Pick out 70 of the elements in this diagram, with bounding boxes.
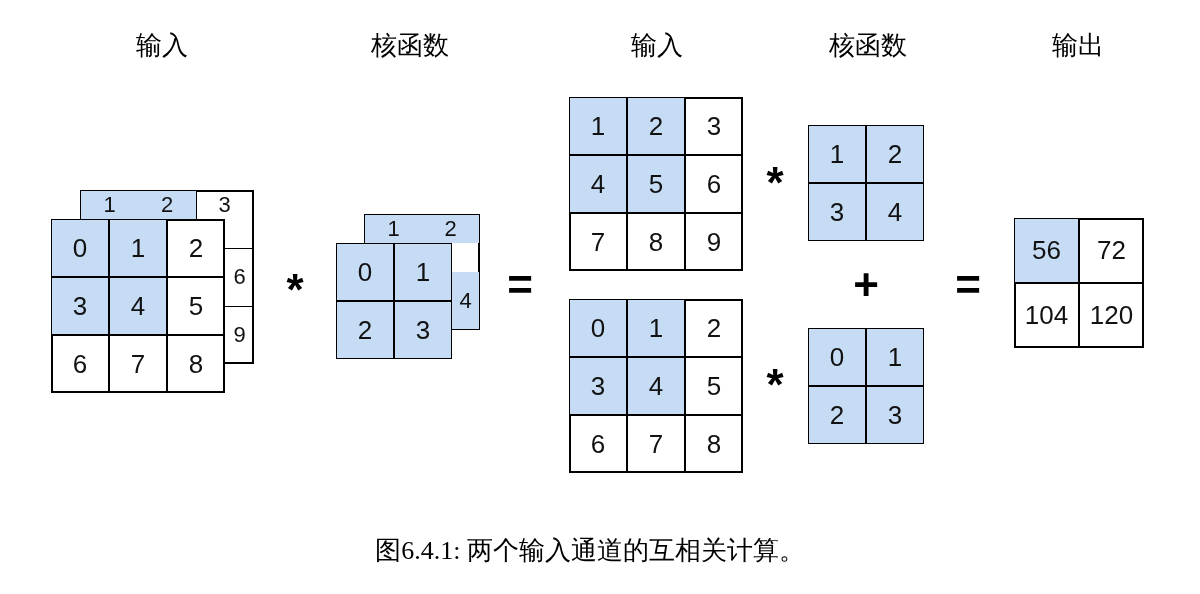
operator-symbol: = [507,260,533,310]
matrix-cell: 1 [569,97,627,155]
matrix-grid [808,125,924,241]
column-heading: 核函数 [829,28,907,62]
matrix-cell: 3 [866,386,924,444]
matrix-cell: 9 [685,213,743,271]
matrix-grid [336,243,452,359]
matrix-cell: 3 [808,183,866,241]
matrix-cell: 8 [685,415,743,473]
column-heading: 输出 [1052,28,1104,62]
operator-symbol: = [955,260,981,310]
column-heading: 输入 [136,28,188,62]
matrix-cell: 3 [196,191,253,219]
matrix-grid [1014,218,1144,348]
matrix-cell: 4 [569,155,627,213]
matrix-cell: 1 [394,243,452,301]
matrix-cell: 56 [1014,218,1079,283]
operator-symbol: * [766,158,784,208]
matrix-cell: 2 [336,301,394,359]
figure-caption: 图6.4.1: 两个输入通道的互相关计算。 [375,534,805,567]
matrix-grid [51,219,225,393]
matrix-cell: 5 [627,155,685,213]
matrix-cell: 7 [109,335,167,393]
matrix-cell: 4 [627,357,685,415]
matrix-cell: 72 [1079,218,1144,283]
matrix-cell: 2 [422,215,479,243]
matrix-cell: 0 [336,243,394,301]
matrix-cell: 6 [569,415,627,473]
matrix-cell: 1 [866,328,924,386]
matrix-grid [569,299,743,473]
matrix-cell: 4 [866,183,924,241]
matrix-cell: 1 [627,299,685,357]
matrix-cell: 5 [685,357,743,415]
operator-symbol: * [766,360,784,410]
operator-symbol: * [286,265,304,315]
matrix-cell: 0 [808,328,866,386]
matrix-cell: 5 [167,277,225,335]
column-heading: 核函数 [371,28,449,62]
matrix-cell: 6 [51,335,109,393]
matrix-cell: 3 [569,357,627,415]
matrix-cell: 2 [808,386,866,444]
matrix-cell: 0 [51,219,109,277]
operator-symbol: + [853,260,879,310]
matrix-cell: 8 [167,335,225,393]
matrix-cell: 3 [394,301,452,359]
matrix-grid [808,328,924,444]
matrix-cell: 1 [81,191,138,219]
matrix-cell: 1 [808,125,866,183]
matrix-cell: 4 [109,277,167,335]
matrix-cell: 2 [685,299,743,357]
matrix-cell: 2 [138,191,196,219]
matrix-cell: 0 [569,299,627,357]
matrix-grid [569,97,743,271]
matrix-cell: 1 [109,219,167,277]
matrix-cell: 104 [1014,283,1079,348]
matrix-cell: 8 [627,213,685,271]
column-heading: 输入 [631,28,683,62]
matrix-cell: 6 [226,248,253,306]
matrix-cell: 4 [452,272,479,329]
matrix-cell: 1 [365,215,422,243]
matrix-cell: 3 [685,97,743,155]
matrix-cell: 2 [866,125,924,183]
matrix-cell: 3 [51,277,109,335]
matrix-cell: 120 [1079,283,1144,348]
matrix-cell: 9 [226,306,253,363]
matrix-cell: 2 [167,219,225,277]
matrix-cell: 7 [569,213,627,271]
matrix-cell: 2 [627,97,685,155]
matrix-cell: 7 [627,415,685,473]
matrix-cell: 6 [685,155,743,213]
